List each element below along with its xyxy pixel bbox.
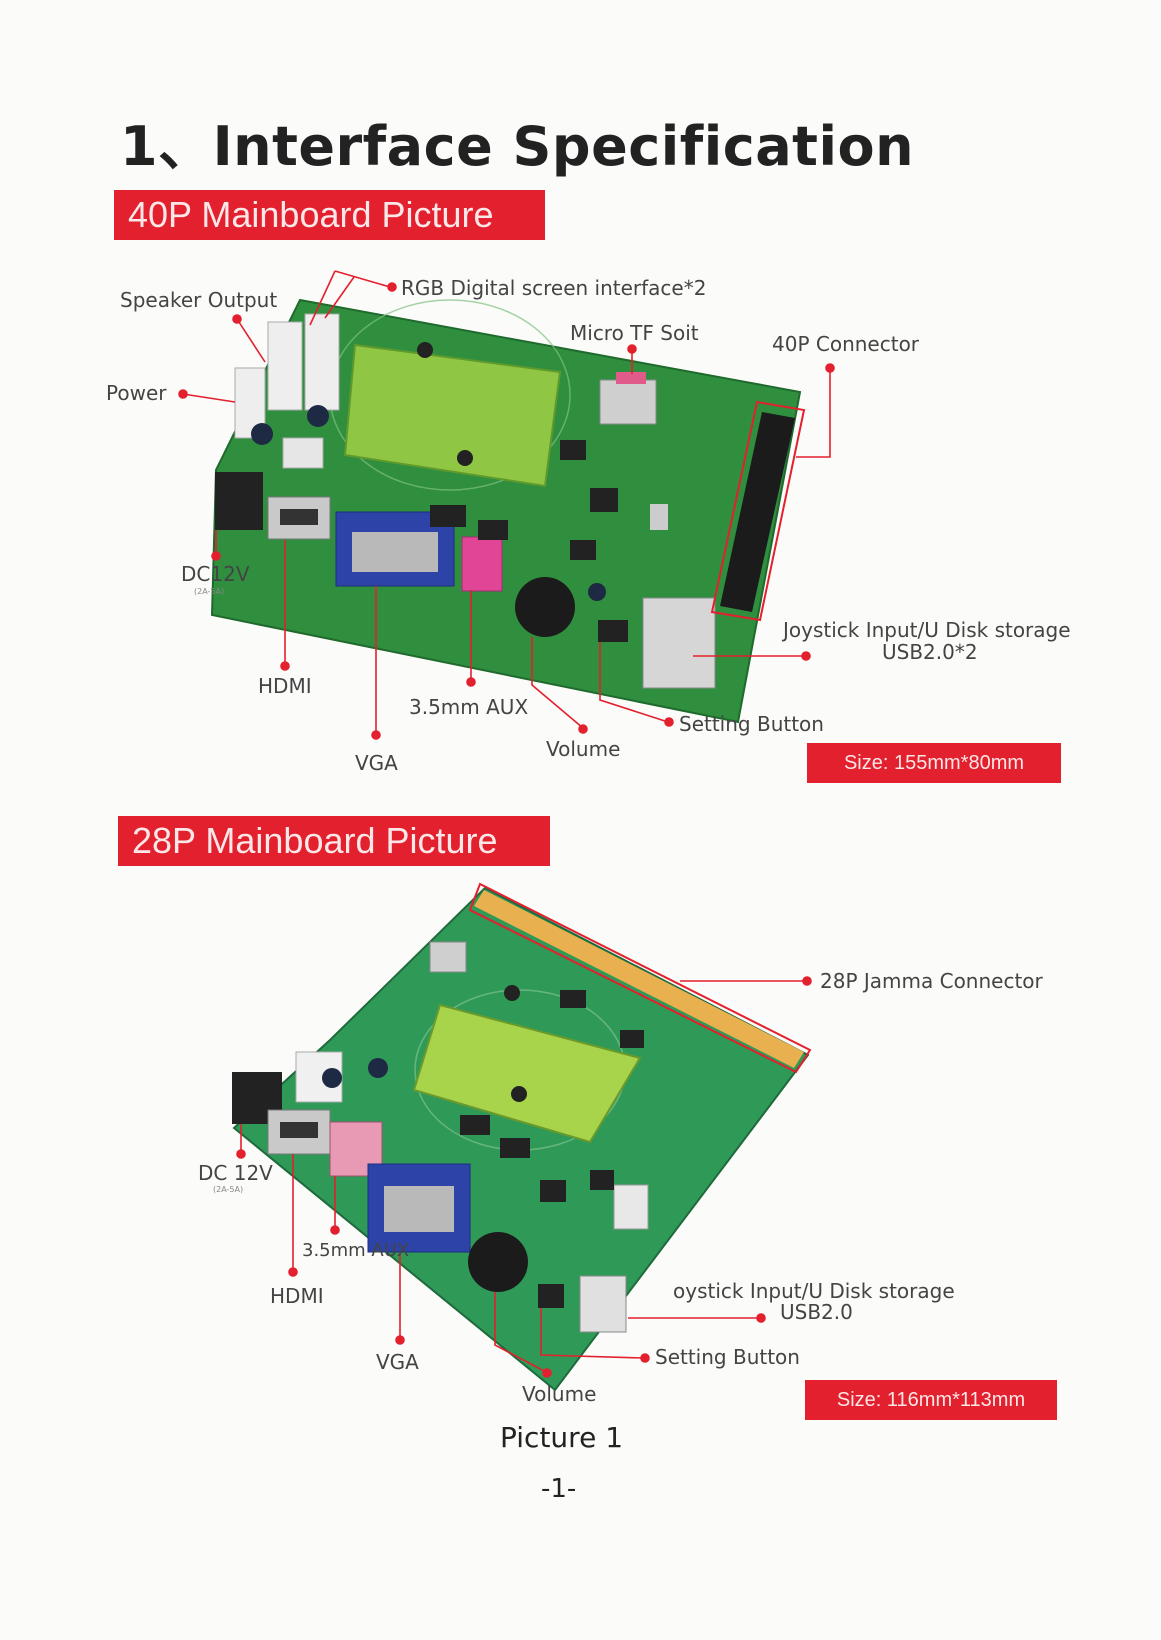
rgb-connector-2 xyxy=(304,313,340,411)
label-vga-40p: VGA xyxy=(355,751,398,775)
heatsink-shield-28p xyxy=(412,1003,642,1144)
label-jamma-connector: 28P Jamma Connector xyxy=(820,969,1043,993)
rgb-connector-1 xyxy=(267,321,303,411)
usb-ports-40p xyxy=(642,597,716,689)
label-power: Power xyxy=(106,381,167,405)
usb-port-28p xyxy=(579,1275,627,1333)
label-hdmi-28p: HDMI xyxy=(270,1284,324,1308)
setting-button-40p xyxy=(598,620,628,642)
connector-40p xyxy=(720,412,795,612)
label-volume-40p: Volume xyxy=(546,737,621,761)
page-number: -1- xyxy=(541,1474,577,1504)
label-40p-connector: 40P Connector xyxy=(772,332,920,356)
label-dc12v-28p: DC 12V xyxy=(198,1161,273,1185)
size-badge-40p: Size: 155mm*80mm xyxy=(807,743,1061,783)
jamma-edge-28p xyxy=(474,890,804,1068)
label-joystick-40p-line1: Joystick Input/U Disk storage xyxy=(783,618,1071,642)
label-dc12v-current: (2A-5A) xyxy=(194,587,225,596)
setting-button-28p xyxy=(538,1284,564,1308)
volume-knob-40p xyxy=(515,577,575,637)
dc-jack-40p xyxy=(215,472,263,530)
section-banner-28p: 28P Mainboard Picture xyxy=(118,816,550,866)
label-aux-28p: 3.5mm AUX xyxy=(302,1240,410,1261)
figure-caption: Picture 1 xyxy=(500,1421,624,1454)
label-dc12v-28p-current: (2A-5A) xyxy=(213,1185,244,1194)
label-joystick-28p-line1: oystick Input/U Disk storage xyxy=(673,1279,955,1303)
heatsink-shield-40p xyxy=(343,343,562,488)
label-rgb-interface: RGB Digital screen interface*2 xyxy=(401,276,707,300)
label-setting-button-28p: Setting Button xyxy=(655,1345,800,1369)
label-joystick-40p-line2: USB2.0*2 xyxy=(882,640,978,664)
label-setting-button-40p: Setting Button xyxy=(679,712,824,736)
label-speaker-output: Speaker Output xyxy=(120,288,278,312)
page-title: 1、Interface Specification xyxy=(120,115,915,178)
aux-jack-40p xyxy=(461,536,503,592)
label-vga-28p: VGA xyxy=(376,1350,419,1374)
label-hdmi-40p: HDMI xyxy=(258,674,312,698)
size-badge-28p: Size: 116mm*113mm xyxy=(805,1380,1057,1420)
label-dc12v: DC12V xyxy=(181,562,250,586)
volume-knob-28p xyxy=(468,1232,528,1292)
label-micro-tf: Micro TF Soit xyxy=(570,321,699,345)
micro-tf-slot xyxy=(599,379,657,425)
section-banner-40p: 40P Mainboard Picture xyxy=(114,190,545,240)
label-aux-40p: 3.5mm AUX xyxy=(409,695,529,719)
label-volume-28p: Volume xyxy=(522,1382,597,1406)
label-joystick-28p-line2: USB2.0 xyxy=(780,1300,853,1324)
